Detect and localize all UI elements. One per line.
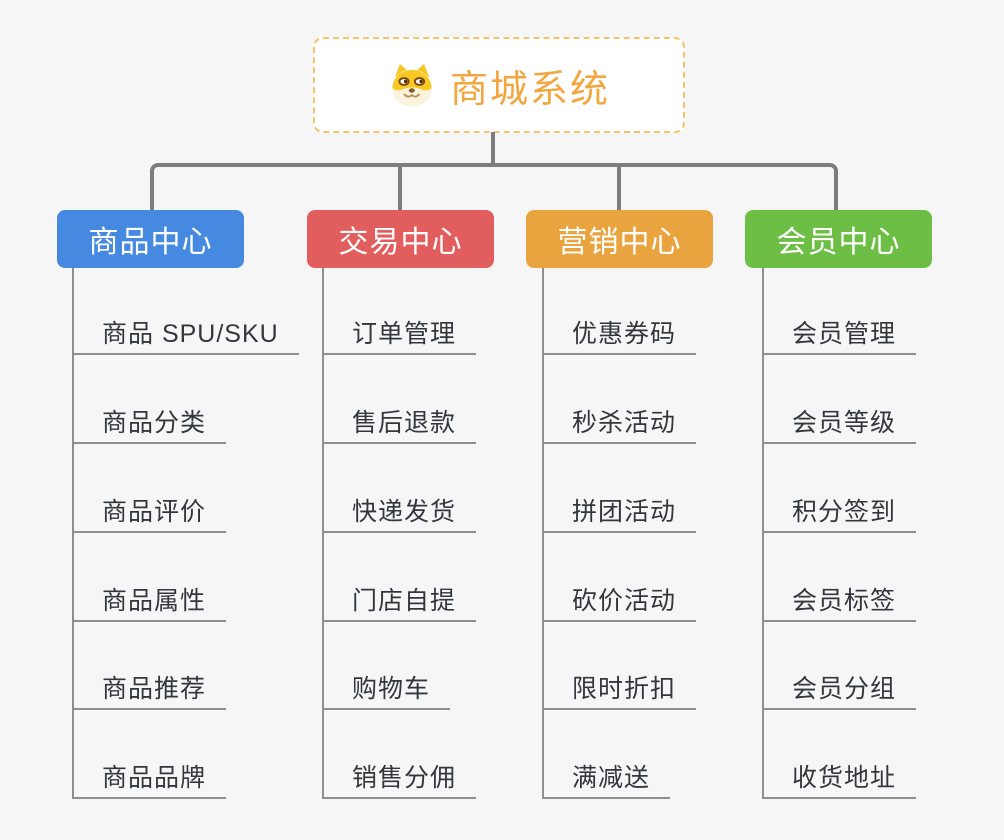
- leaf-node[interactable]: 优惠券码: [542, 317, 697, 355]
- branch-node-member[interactable]: 会员中心: [745, 210, 932, 268]
- leaf-node[interactable]: 商品 SPU/SKU: [72, 317, 299, 355]
- leaf-node[interactable]: 商品推荐: [72, 672, 227, 710]
- connector-drop-trade: [398, 165, 402, 210]
- branch-node-marketing[interactable]: 营销中心: [526, 210, 713, 268]
- leaf-node[interactable]: 商品分类: [72, 406, 227, 444]
- connector-spine-member: [762, 268, 764, 799]
- connector-spine-marketing: [542, 268, 544, 799]
- root-node[interactable]: 商城系统: [313, 37, 685, 133]
- connector-spine-product: [72, 268, 74, 799]
- leaf-node[interactable]: 秒杀活动: [542, 406, 697, 444]
- branch-node-product[interactable]: 商品中心: [57, 210, 244, 268]
- dog-face-icon: [391, 64, 432, 107]
- leaf-node[interactable]: 快递发货: [322, 495, 477, 533]
- leaf-node[interactable]: 商品评价: [72, 495, 227, 533]
- leaf-node[interactable]: 收货地址: [762, 761, 917, 799]
- leaf-node[interactable]: 订单管理: [322, 317, 477, 355]
- leaf-node[interactable]: 销售分佣: [322, 761, 477, 799]
- leaf-node[interactable]: 积分签到: [762, 495, 917, 533]
- leaf-node[interactable]: 会员分组: [762, 672, 917, 710]
- leaf-node[interactable]: 砍价活动: [542, 584, 697, 622]
- branch-node-trade[interactable]: 交易中心: [307, 210, 494, 268]
- leaf-node[interactable]: 拼团活动: [542, 495, 697, 533]
- connector-root-drop: [491, 132, 495, 166]
- leaf-node[interactable]: 门店自提: [322, 584, 477, 622]
- connector-bus-right: [491, 163, 838, 210]
- leaf-node[interactable]: 购物车: [322, 672, 451, 710]
- leaf-node[interactable]: 会员等级: [762, 406, 917, 444]
- leaf-node[interactable]: 售后退款: [322, 406, 477, 444]
- connector-spine-trade: [322, 268, 324, 799]
- leaf-node[interactable]: 会员管理: [762, 317, 917, 355]
- leaf-node[interactable]: 限时折扣: [542, 672, 697, 710]
- connector-bus-left: [150, 163, 491, 210]
- root-label: 商城系统: [449, 68, 610, 111]
- leaf-node[interactable]: 商品属性: [72, 584, 227, 622]
- connector-drop-marketing: [617, 165, 621, 210]
- leaf-node[interactable]: 会员标签: [762, 584, 917, 622]
- leaf-node[interactable]: 商品品牌: [72, 761, 227, 799]
- leaf-node[interactable]: 满减送: [542, 761, 671, 799]
